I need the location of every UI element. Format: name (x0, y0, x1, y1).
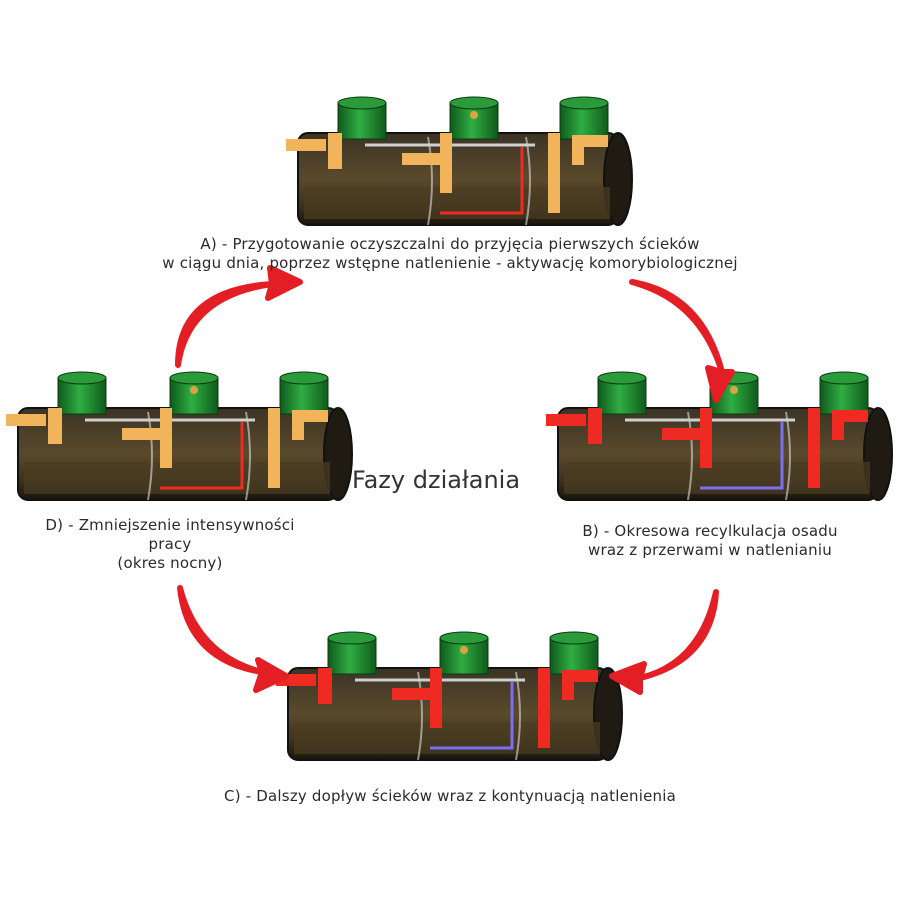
manhole-lid-top-3 (549, 631, 599, 645)
manhole-lid-top-2 (169, 371, 219, 385)
diagram-title: Fazy działania (352, 466, 521, 494)
recirculation-line (160, 422, 244, 490)
tank-end-cap (603, 132, 633, 226)
inlet-riser (328, 133, 342, 169)
tank-phase-d (6, 371, 353, 501)
right-riser (808, 408, 820, 488)
tank-end-cap (323, 407, 353, 501)
caption-phase-a: A) - Przygotowanie oczyszczalni do przyj… (120, 235, 780, 273)
recirculation-line (440, 147, 524, 215)
middle-elbow (122, 428, 162, 440)
lid-bolt (190, 386, 198, 394)
inlet-pipe (546, 414, 586, 426)
manhole-lid-top-1 (327, 631, 377, 645)
caption-phase-a-line-1: A) - Przygotowanie oczyszczalni do przyj… (200, 235, 700, 253)
middle-elbow (402, 153, 442, 165)
lid-bolt (470, 111, 478, 119)
right-riser (538, 668, 550, 748)
inlet-pipe (286, 139, 326, 151)
caption-phase-b-line-2: wraz z przerwami w natlenianiu (588, 541, 832, 559)
caption-phase-d-line-2: pracy (148, 535, 192, 553)
middle-riser (440, 133, 452, 193)
arrow-d-to-a (175, 265, 303, 368)
outlet-riser (562, 670, 574, 700)
recirculation-line (700, 422, 784, 490)
manhole-lid-top-3 (559, 96, 609, 110)
caption-phase-b-line-1: B) - Okresowa recylkulacja osadu (582, 522, 838, 540)
manhole-lid-top-2 (449, 96, 499, 110)
arrow-a-to-b (629, 279, 735, 403)
tank-phase-b (546, 371, 893, 501)
lid-bolt (460, 646, 468, 654)
manhole-lid-top-2 (439, 631, 489, 645)
middle-elbow (392, 688, 432, 700)
outlet-riser (292, 410, 304, 440)
manhole-lid-top-1 (57, 371, 107, 385)
outlet-riser (572, 135, 584, 165)
middle-riser (160, 408, 172, 468)
tank-phase-a (286, 96, 633, 226)
caption-phase-d-line-1: D) - Zmniejszenie intensywności (45, 516, 295, 534)
caption-phase-d: D) - Zmniejszenie intensywności pracy (o… (10, 516, 330, 573)
right-riser (548, 133, 560, 213)
inlet-riser (48, 408, 62, 444)
recirculation-line (430, 682, 514, 750)
manhole-lid-2 (169, 377, 219, 415)
inlet-riser (318, 668, 332, 704)
manhole-lid-top-3 (279, 371, 329, 385)
middle-elbow (662, 428, 702, 440)
manhole-lid-top-3 (819, 371, 869, 385)
caption-phase-c-line-1: C) - Dalszy dopływ ścieków wraz z kontyn… (224, 787, 676, 805)
manhole-lid-top-1 (337, 96, 387, 110)
middle-riser (700, 408, 712, 468)
caption-phase-b: B) - Okresowa recylkulacja osadu wraz z … (540, 522, 880, 560)
middle-riser (430, 668, 442, 728)
manhole-lid-top-1 (597, 371, 647, 385)
inlet-pipe (6, 414, 46, 426)
caption-phase-a-line-2: w ciągu dnia, poprzez wstępne natlenieni… (162, 254, 738, 272)
tank-end-cap (593, 667, 623, 761)
caption-phase-c: C) - Dalszy dopływ ścieków wraz z kontyn… (150, 787, 750, 806)
tank-end-cap (863, 407, 893, 501)
caption-phase-d-line-3: (okres nocny) (117, 554, 223, 572)
lid-bolt (730, 386, 738, 394)
arrow-d-to-c (177, 585, 289, 693)
tank-phase-c (276, 631, 623, 761)
outlet-riser (832, 410, 844, 440)
arrow-b-to-c (609, 589, 719, 695)
right-riser (268, 408, 280, 488)
inlet-riser (588, 408, 602, 444)
